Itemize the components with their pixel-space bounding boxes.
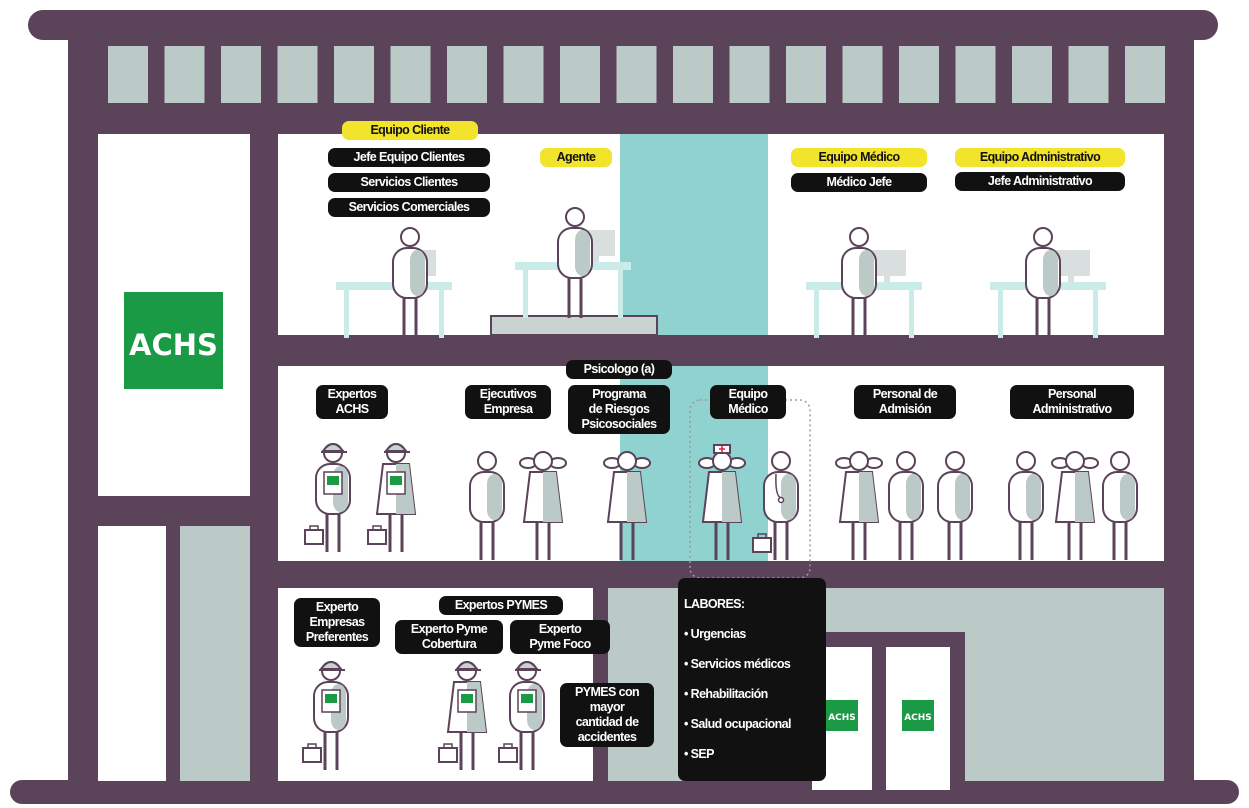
- top-window: [786, 46, 826, 103]
- agent-podium: [490, 315, 658, 336]
- label-agente: Agente: [540, 148, 612, 167]
- top-window: [221, 46, 261, 103]
- person-icon: [438, 661, 488, 770]
- label-experto-pyme-cobertura: Experto Pyme Cobertura: [395, 620, 503, 654]
- label-pymes-accidentes: PYMES con mayor cantidad de accidentes: [560, 683, 654, 747]
- person-icon: [392, 227, 428, 338]
- briefcase-icon: [438, 743, 458, 763]
- label-medico-jefe: Médico Jefe: [791, 173, 927, 192]
- label-equipo-medico-floor2: Equipo Médico: [710, 385, 786, 419]
- top-window: [729, 46, 770, 103]
- label-equipo-medico-header: Equipo Médico: [791, 148, 927, 167]
- person-icon: [1051, 451, 1099, 560]
- top-window: [1068, 46, 1109, 103]
- label-jefe-administrativo: Jefe Administrativo: [955, 172, 1125, 191]
- top-window: [447, 46, 487, 103]
- top-window: [955, 46, 996, 103]
- label-equipo-cliente: Equipo Cliente: [342, 121, 478, 140]
- labores-item-urgencias: • Urgencias: [684, 627, 746, 641]
- briefcase-icon: [752, 533, 772, 553]
- briefcase-icon: [304, 525, 324, 545]
- achs-logo-main: [124, 292, 223, 389]
- person-icon: [302, 661, 349, 770]
- label-experto-empresas-preferentes: Experto Empresas Preferentes: [294, 598, 380, 647]
- top-window: [899, 46, 939, 103]
- roof-cornice: [28, 10, 1218, 40]
- person-icon: [304, 443, 351, 552]
- achs-door-logo-right-text: ACHS: [904, 713, 932, 723]
- top-window: [503, 46, 544, 103]
- person-icon: [1025, 227, 1061, 338]
- person-icon: [519, 451, 567, 560]
- top-window: [390, 46, 431, 103]
- top-window: [277, 46, 318, 103]
- left-lower-glass: [180, 526, 250, 781]
- people-figures: [302, 207, 1138, 770]
- labores-item-salud-ocupacional: • Salud ocupacional: [684, 717, 791, 731]
- label-personal-admision: Personal de Admisión: [854, 385, 956, 419]
- labores-item-sep: • SEP: [684, 747, 714, 761]
- top-window: [164, 46, 205, 103]
- label-ejecutivos-empresa: Ejecutivos Empresa: [465, 385, 551, 419]
- top-window: [673, 46, 713, 103]
- label-expertos-pymes: Expertos PYMES: [439, 596, 563, 615]
- achs-door-logo-left-text: ACHS: [828, 713, 856, 723]
- label-experto-pyme-foco: Experto Pyme Foco: [510, 620, 610, 654]
- briefcase-icon: [367, 525, 387, 545]
- top-window: [334, 46, 374, 103]
- briefcase-icon: [302, 743, 322, 763]
- top-window: [560, 46, 600, 103]
- person-icon: [1102, 451, 1138, 560]
- person-icon: [498, 661, 545, 770]
- labores-item-rehabilitacion: • Rehabilitación: [684, 687, 768, 701]
- achs-logo-main-text: ACHS: [129, 328, 218, 362]
- top-window-band: [108, 46, 1165, 103]
- person-icon: [888, 451, 924, 560]
- achs-door-logo-left: [826, 700, 858, 731]
- top-window: [842, 46, 883, 103]
- top-window: [108, 46, 148, 103]
- label-servicios-clientes: Servicios Clientes: [328, 173, 490, 192]
- person-icon: [937, 451, 973, 560]
- person-icon: [1008, 451, 1044, 560]
- label-jefe-equipo-clientes: Jefe Equipo Clientes: [328, 148, 490, 167]
- person-icon: [557, 207, 593, 318]
- achs-door-logo-right: [902, 700, 934, 731]
- person-icon: [698, 444, 746, 560]
- label-psicologo: Psicologo (a): [566, 360, 672, 379]
- person-icon: [469, 451, 505, 560]
- top-window: [616, 46, 657, 103]
- label-expertos-achs: Expertos ACHS: [316, 385, 388, 419]
- left-lower-panel: [98, 526, 166, 781]
- briefcase-icon: [498, 743, 518, 763]
- person-icon: [367, 443, 417, 552]
- top-window: [1125, 46, 1165, 103]
- label-personal-administrativo: Personal Administrativo: [1010, 385, 1134, 419]
- person-icon: [603, 451, 651, 560]
- labores-box: LABORES: • Urgencias • Servicios médicos…: [678, 578, 826, 781]
- ground-base: [10, 780, 1239, 804]
- label-equipo-administrativo: Equipo Administrativo: [955, 148, 1125, 167]
- label-programa-riesgos: Programa de Riesgos Psicosociales: [568, 385, 670, 434]
- top-window: [1012, 46, 1052, 103]
- floor-3-teal-column: [620, 134, 768, 335]
- label-servicios-comerciales: Servicios Comerciales: [328, 198, 490, 217]
- person-icon: [835, 451, 883, 560]
- labores-item-servicios-medicos: • Servicios médicos: [684, 657, 791, 671]
- person-icon: [841, 227, 877, 338]
- nurse-cap-icon: [713, 444, 731, 454]
- person-icon: [752, 451, 799, 560]
- labores-title: LABORES:: [684, 597, 745, 611]
